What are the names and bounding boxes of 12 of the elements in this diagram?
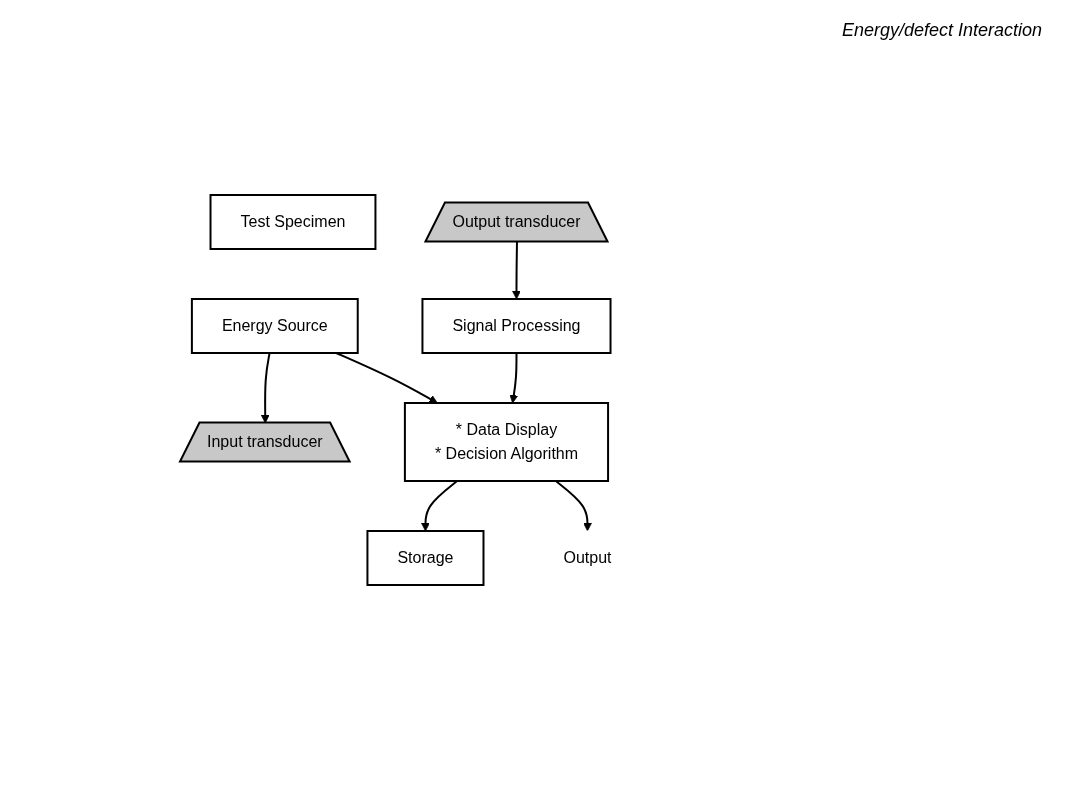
node-text: Output: [563, 549, 612, 566]
arrow: [512, 241, 522, 300]
node-box: Test Specimen: [209, 194, 377, 250]
arrow: [421, 480, 459, 532]
node-box: * Data Display * Decision Algorithm: [404, 402, 610, 482]
note-text: Energy/defect Interaction: [842, 20, 1044, 41]
arrow: [335, 352, 438, 404]
node-box: Storage: [366, 530, 485, 586]
arrow: [509, 352, 519, 404]
node-box: Energy Source: [191, 298, 359, 354]
arrow: [555, 480, 593, 532]
node-box: Signal Processing: [421, 298, 612, 354]
